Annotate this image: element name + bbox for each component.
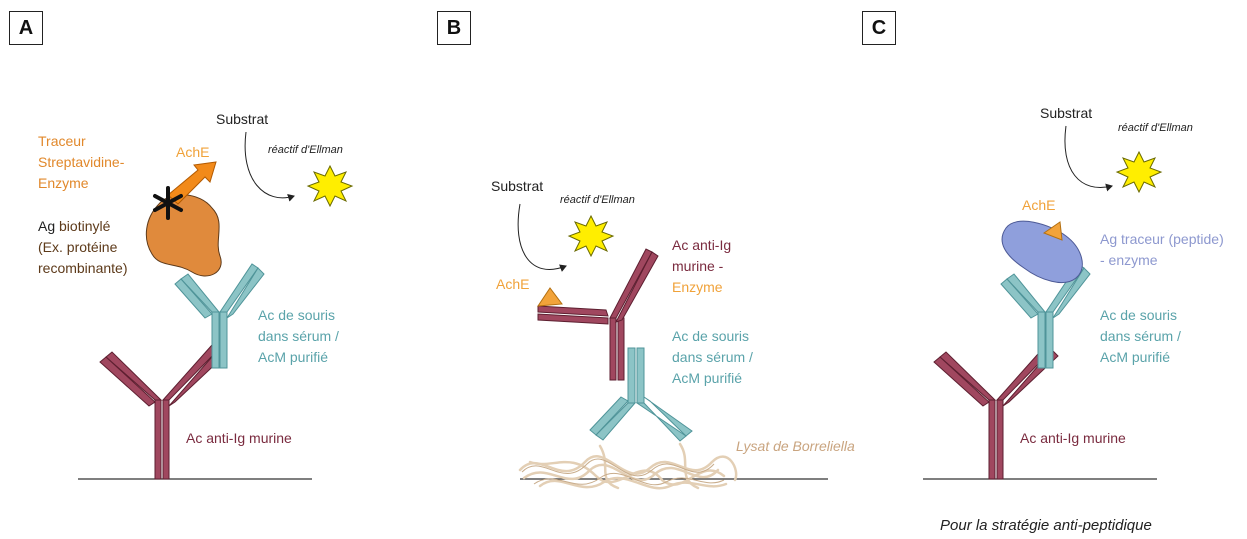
ache-triangle-b [537,287,563,307]
ellman-label-c: réactif d'Ellman [1118,122,1193,134]
maroon-antibody-b [537,248,659,381]
ag-biotinyle-label: Ag biotinylé (Ex. protéine recombinante) [38,218,128,276]
ache-triangle-c [1042,221,1063,241]
ache-arrow-a [167,161,217,205]
panel-label-b: B [437,11,471,45]
ac-souris-label-a: Ac de souris dans sérum / AcM purifié [258,307,339,365]
burst-icon-a [306,164,354,208]
lysat-label: Lysat de Borreliella [736,438,855,454]
substrat-arrow-c [1064,125,1113,192]
peptide-blob-c [1001,220,1083,283]
ac-souris-label-c: Ac de souris dans sérum / AcM purifié [1100,307,1181,365]
substrat-label-b: Substrat [491,178,544,194]
ac-anti-label-a: Ac anti-Ig murine [186,430,292,446]
maroon-antibody-a [99,344,225,480]
antigen-blob-a [145,194,222,277]
panel-label-a: A [9,11,43,45]
substrat-arrow-b [517,203,567,272]
burst-icon-b [567,214,615,258]
teal-antibody-a [174,263,265,369]
ac-anti-enzyme-label: Ac anti-Ig murine - Enzyme [672,237,732,295]
traceur-label: Traceur Streptavidine- Enzyme [38,133,125,191]
ag-prefix: Ag [38,218,56,234]
teal-antibody-b [589,347,693,442]
ellman-label-a: réactif d'Ellman [268,144,343,156]
substrat-arrow-a [244,131,295,202]
substrat-label-c: Substrat [1040,105,1093,121]
ache-label-b: AchE [496,276,530,292]
burst-icon-c [1115,150,1163,194]
ag-word: biotinylé [59,218,111,234]
caption-c: Pour la stratégie anti-peptidique [940,517,1152,534]
ac-souris-label-b: Ac de souris dans sérum / AcM purifié [672,328,753,386]
ache-label-a: AchE [176,144,210,160]
asterisk-icon [153,186,183,220]
ache-label-c: AchE [1022,197,1056,213]
maroon-antibody-c [933,344,1059,480]
ag-traceur-label: Ag traceur (peptide) - enzyme [1100,231,1224,268]
ellman-label-b: réactif d'Ellman [560,194,635,206]
lysat-fibers-dark [521,458,725,486]
panel-label-c: C [862,11,896,45]
lysat-fibers [518,442,738,490]
substrat-label-a: Substrat [216,111,269,127]
ac-anti-label-c: Ac anti-Ig murine [1020,430,1126,446]
